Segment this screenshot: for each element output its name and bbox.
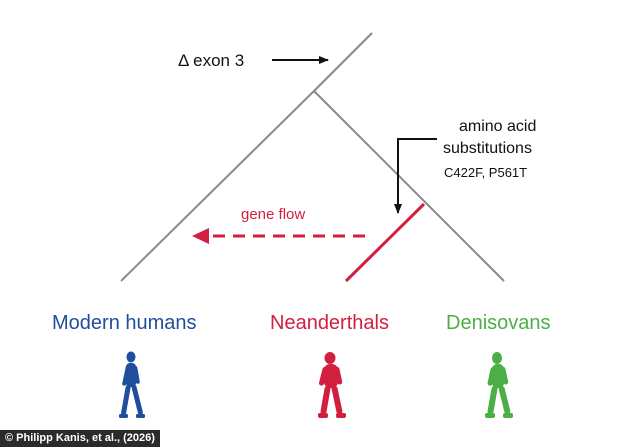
population-denisovans: Denisovans: [446, 312, 551, 334]
neanderthal-branch: [344, 202, 426, 283]
population-neanderthals: Neanderthals: [270, 312, 389, 334]
modern-human-branch: [120, 90, 315, 282]
population-modern-humans: Modern humans: [52, 312, 197, 334]
substitutions-detail-label: C422F, P561T: [444, 165, 528, 180]
image-credit: © Philipp Kanis, et al., (2026): [0, 430, 160, 447]
denisovan-figure-icon: [485, 352, 513, 418]
modern-human-figure-icon: [119, 351, 145, 418]
root-branch: [313, 32, 373, 92]
gene-flow-arrowhead: [192, 228, 209, 244]
substitutions-label-line2: substitutions: [443, 140, 532, 157]
gene-flow-label: gene flow: [241, 206, 306, 223]
neanderthal-figure-icon: [318, 352, 346, 418]
archaic-branch: [313, 90, 505, 282]
substitutions-arrow: [394, 138, 437, 214]
substitutions-label-line1: amino acid: [459, 118, 537, 135]
exon-deletion-label: Δ exon 3: [178, 51, 245, 70]
